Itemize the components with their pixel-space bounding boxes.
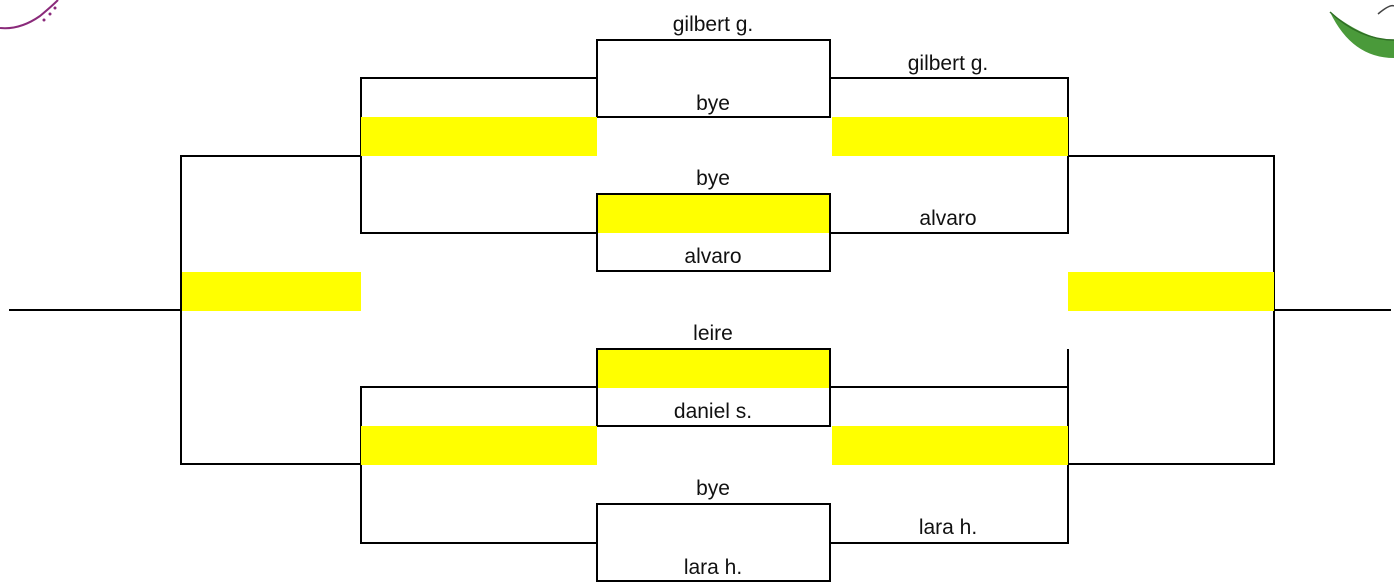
highlight-right-bottom (832, 426, 1068, 465)
round2-winner-top: gilbert g. (907, 52, 989, 75)
match2-bottom-player: alvaro (684, 245, 742, 268)
round2-winner-middle: alvaro (919, 207, 977, 230)
match1-top-player: gilbert g. (672, 13, 754, 36)
match4-bottom-player: lara h. (683, 556, 743, 579)
match1-bottom-player: bye (696, 92, 730, 115)
badge-emblem-icon (0, 0, 59, 30)
match4-top-player: bye (696, 477, 730, 500)
highlight-right-center (1068, 272, 1274, 311)
highlight-match2 (598, 195, 829, 233)
highlight-match3 (598, 350, 829, 388)
highlight-left-center (182, 272, 361, 311)
highlight-right-top (832, 117, 1068, 156)
match3-bottom-player: daniel s. (673, 400, 753, 423)
match3-top-player: leire (693, 322, 733, 345)
round2-winner-bottom: lara h. (918, 516, 978, 539)
match2-top-player: bye (696, 167, 730, 190)
highlight-left-top (361, 117, 597, 156)
highlight-left-bottom (361, 426, 597, 465)
leaf-emblem-icon (1329, 4, 1394, 58)
